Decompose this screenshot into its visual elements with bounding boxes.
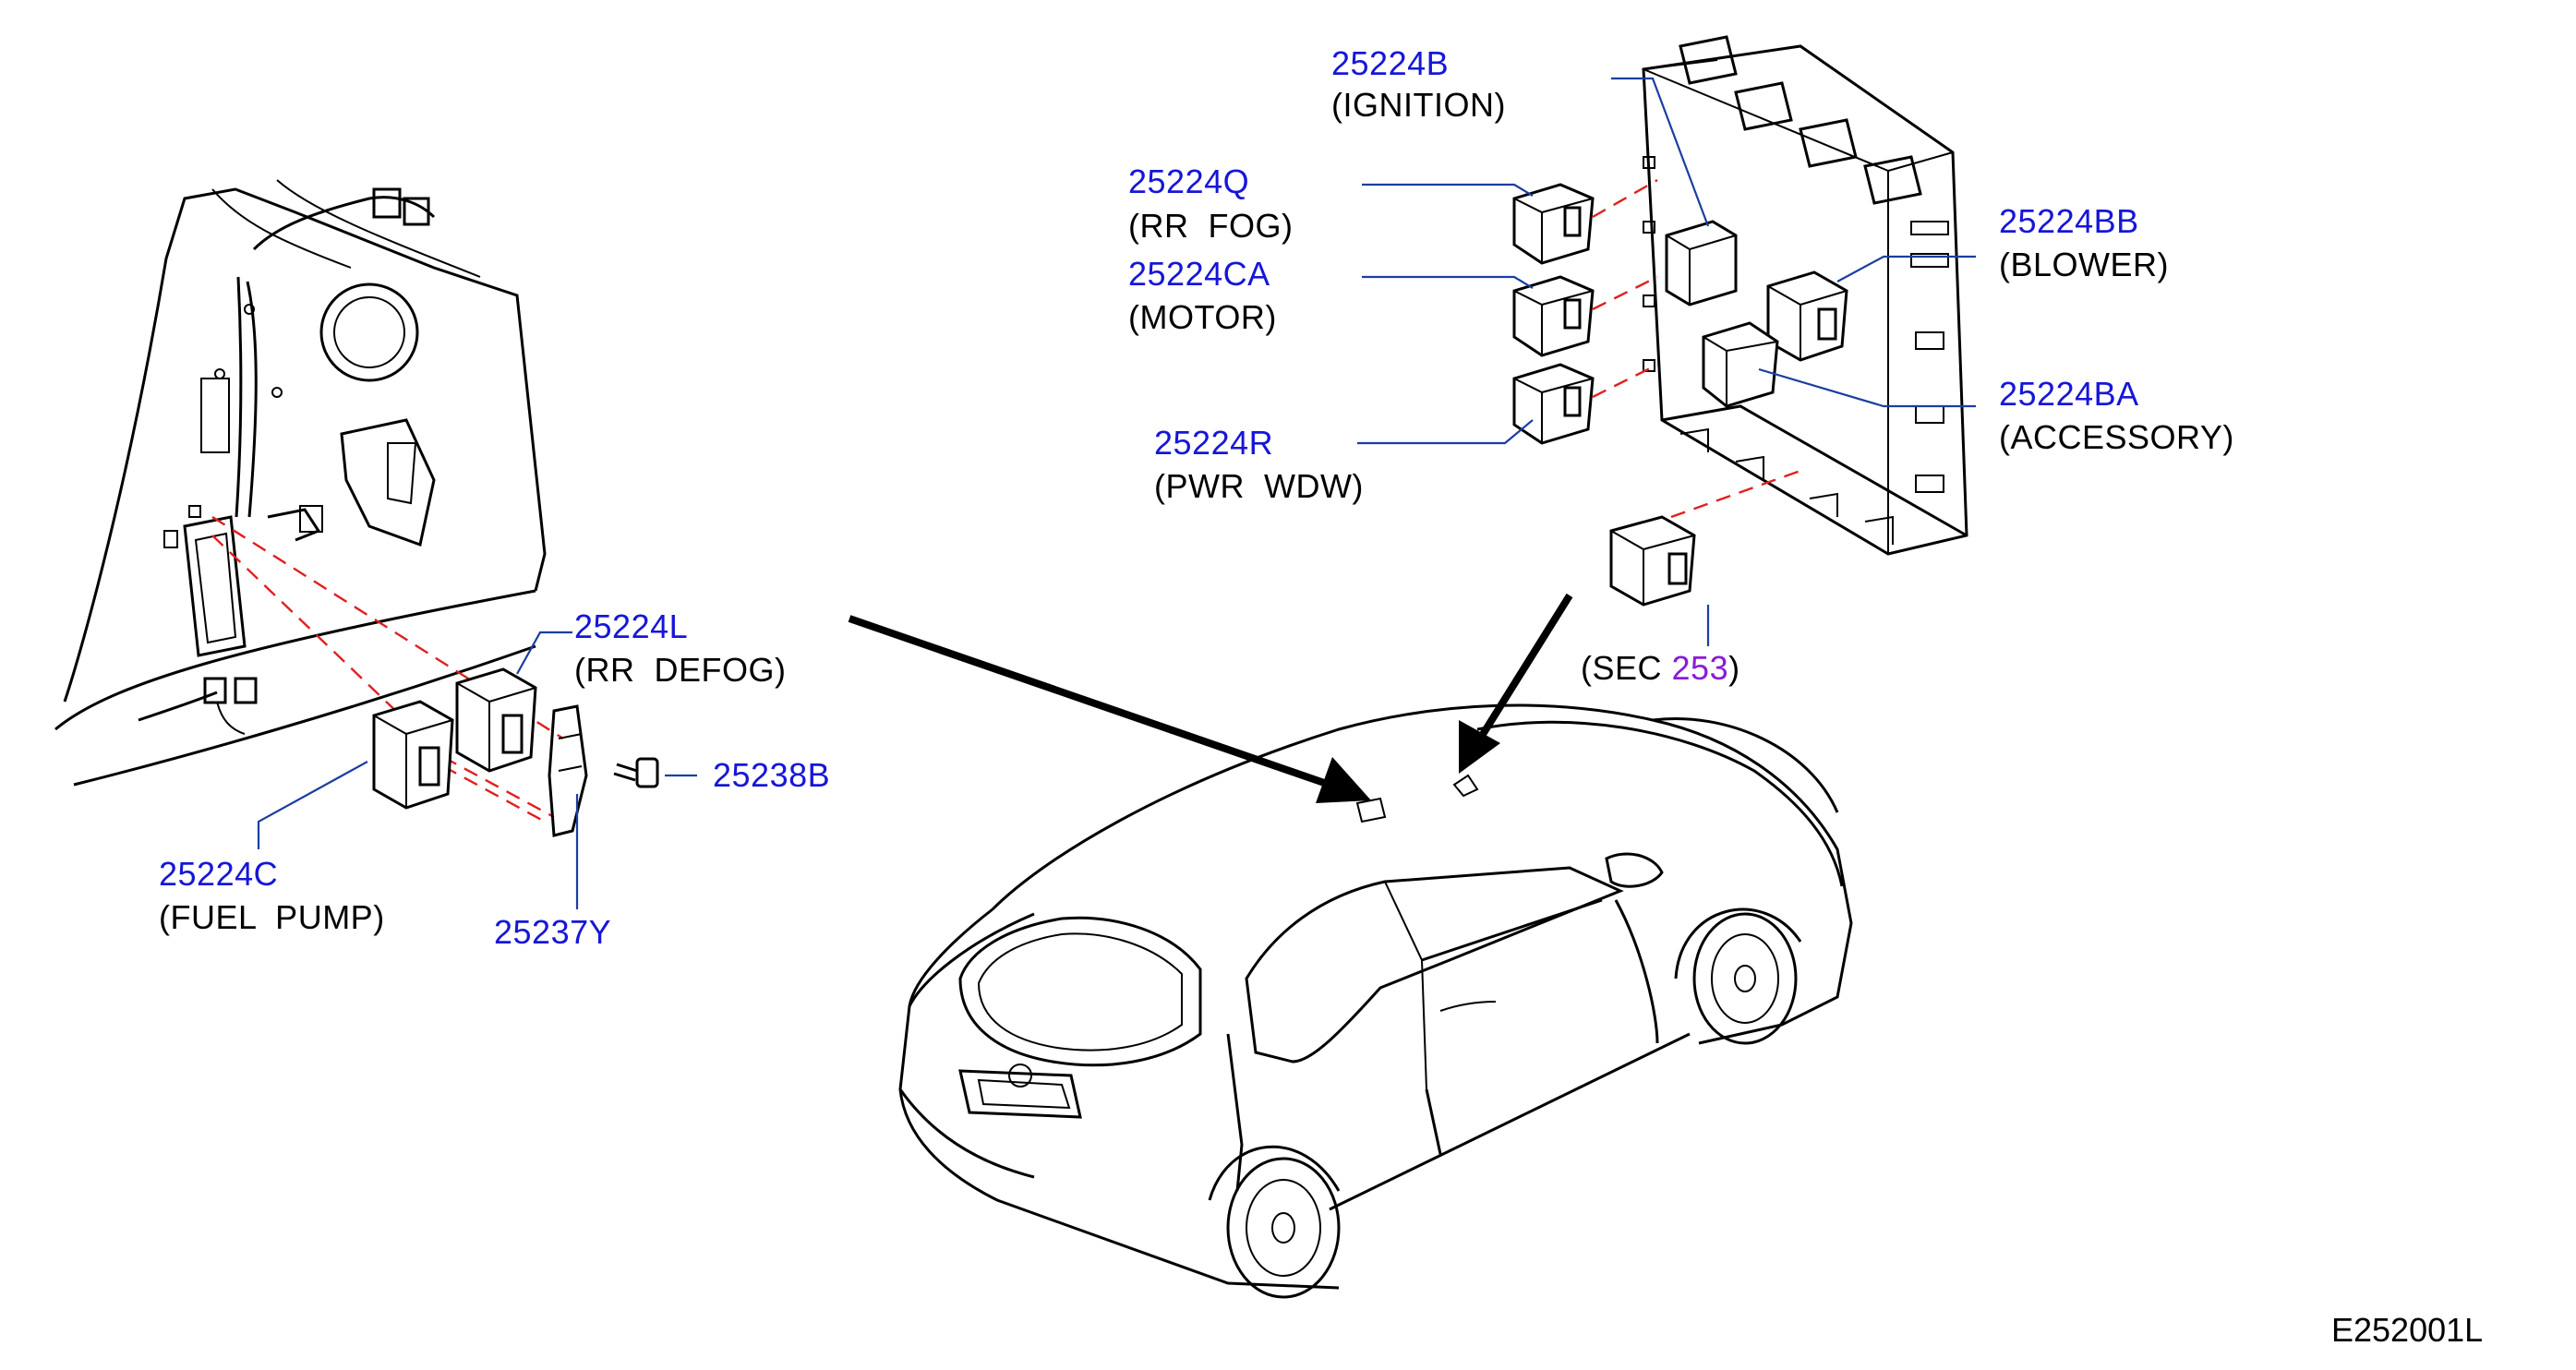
part-number-25238b[interactable]: 25238B — [713, 756, 831, 794]
relay-box — [1642, 35, 1968, 556]
part-desc-motor: (MOTOR) — [1128, 298, 1277, 336]
part-desc-pwr-wdw: (PWR WDW) — [1154, 467, 1364, 505]
bracket-25237Y — [548, 704, 588, 837]
part-desc-ignition: (IGNITION) — [1331, 86, 1506, 124]
part-desc-accessory: (ACCESSORY) — [1999, 418, 2234, 456]
relay-rr-fog — [1512, 183, 1595, 265]
relay-motor — [1512, 275, 1595, 357]
center-lines-right — [1592, 178, 1801, 519]
relay-blower — [1766, 270, 1848, 362]
bolt-25238B — [613, 757, 659, 788]
relay-rr-defog — [455, 667, 537, 773]
section-reference: (SEC 253) — [1581, 648, 1740, 689]
relay-fuel-pump — [372, 700, 454, 810]
section-suffix: ) — [1728, 649, 1740, 687]
part-number-25224l[interactable]: 25224L — [574, 607, 689, 645]
part-number-25224ca[interactable]: 25224CA — [1128, 255, 1270, 293]
part-number-25224b[interactable]: 25224B — [1331, 44, 1450, 82]
relay-ignition — [1665, 220, 1738, 306]
section-link-253[interactable]: 253 — [1671, 649, 1729, 687]
part-number-25224c[interactable]: 25224C — [159, 855, 279, 893]
part-desc-blower: (BLOWER) — [1999, 246, 2169, 283]
car-illustration — [898, 703, 1853, 1299]
part-desc-rr-defog: (RR DEFOG) — [574, 651, 787, 689]
part-number-25224bb[interactable]: 25224BB — [1999, 202, 2139, 240]
relay-pwr-wdw — [1512, 363, 1595, 445]
leaders-right — [1357, 77, 1976, 646]
location-arrows — [848, 593, 1573, 803]
section-prefix: (SEC — [1581, 649, 1663, 687]
part-number-25224ba[interactable]: 25224BA — [1999, 375, 2139, 413]
part-number-25237y[interactable]: 25237Y — [494, 913, 612, 951]
part-desc-rr-fog: (RR FOG) — [1128, 207, 1294, 245]
relay-accessory — [1702, 321, 1779, 408]
part-desc-fuel-pump: (FUEL PUMP) — [159, 898, 385, 936]
part-number-25224q[interactable]: 25224Q — [1128, 162, 1250, 200]
leaders-left — [257, 631, 697, 909]
diagram-code: E252001L — [2331, 1311, 2484, 1349]
relay-sec-253 — [1609, 515, 1696, 607]
part-number-25224r[interactable]: 25224R — [1154, 424, 1274, 462]
